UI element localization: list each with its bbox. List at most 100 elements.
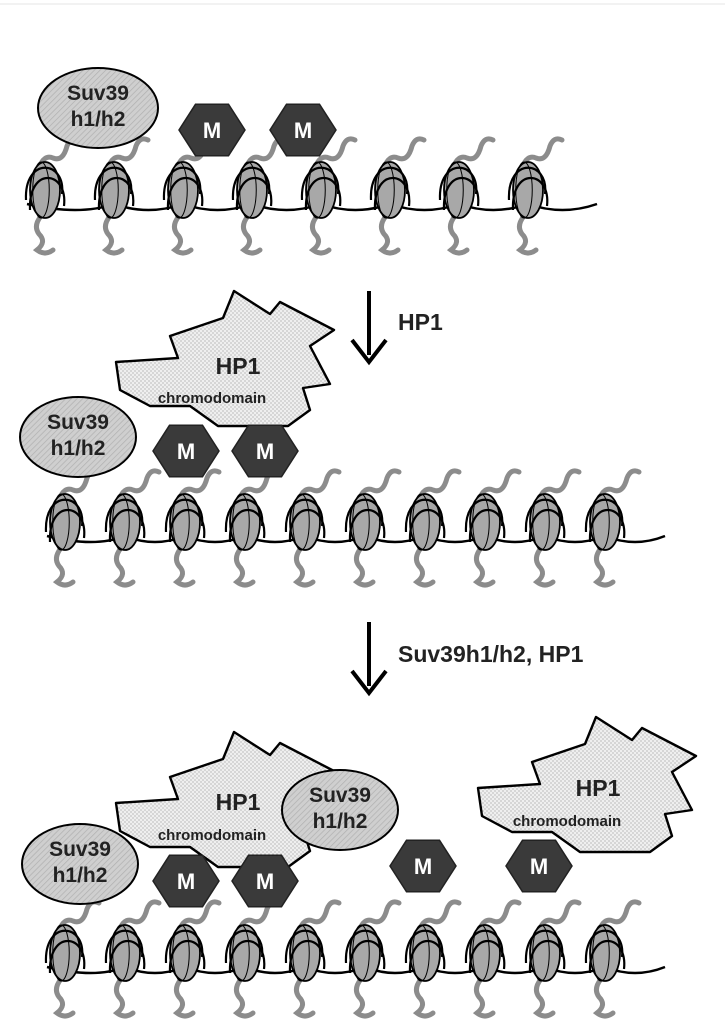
histone-tail	[112, 545, 136, 588]
nucleosome	[44, 493, 86, 551]
panel-1: Suv39 h1/h2 M M	[24, 67, 598, 256]
hp1-label: HP1	[216, 353, 261, 379]
histone-tail	[412, 545, 436, 588]
histone-tail	[519, 136, 565, 171]
histone-tail	[176, 468, 222, 503]
histone-tail	[536, 899, 582, 934]
methyl-mark: M	[505, 839, 573, 893]
histone-tail	[52, 976, 76, 1019]
histone-tail	[101, 213, 125, 256]
histone-tail	[416, 468, 462, 503]
histone-tail	[116, 899, 162, 934]
methyl-label: M	[256, 439, 274, 464]
methyl-label: M	[530, 854, 548, 879]
histone-tail	[352, 976, 376, 1019]
chromatin-fiber-1	[24, 136, 598, 256]
nucleosome	[104, 493, 146, 551]
chromodomain-label: chromodomain	[513, 813, 621, 830]
methyl-label: M	[256, 869, 274, 894]
histone-tail	[292, 545, 316, 588]
methyl-mark: M	[152, 424, 220, 478]
histone-tail	[476, 899, 522, 934]
histone-tail	[116, 468, 162, 503]
panel-3: HP1 chromodomain Suv39 h1/h2 Suv39 h1/h2…	[21, 715, 698, 1019]
histone-tail	[239, 213, 263, 256]
methyl-mark: M	[178, 103, 246, 157]
suv39-enzyme-2: Suv39 h1/h2	[19, 396, 137, 478]
nucleosome	[231, 161, 273, 219]
chromatin-fiber-3	[44, 899, 666, 1019]
nucleosome	[104, 924, 146, 982]
histone-tail	[170, 213, 194, 256]
enzyme-label-line1: Suv39	[47, 411, 109, 434]
methyl-mark: M	[389, 839, 457, 893]
histone-tail	[296, 899, 342, 934]
histone-tail	[472, 976, 496, 1019]
nucleosome	[24, 161, 66, 219]
enzyme-label-line2: h1/h2	[313, 810, 368, 833]
nucleosome	[524, 493, 566, 551]
histone-tail	[377, 213, 401, 256]
histone-tail	[596, 899, 642, 934]
hp1-protein-3: HP1 chromodomain	[476, 715, 698, 854]
nucleosome	[344, 493, 386, 551]
nucleosome	[93, 161, 135, 219]
hp1-protein-1: HP1 chromodomain	[114, 289, 336, 428]
histone-tail	[356, 899, 402, 934]
chromodomain-label: chromodomain	[158, 390, 266, 407]
histone-tail	[296, 468, 342, 503]
hp1-protein-2: HP1 chromodomain	[114, 730, 336, 869]
enzyme-label-line2: h1/h2	[71, 108, 126, 131]
nucleosome	[464, 924, 506, 982]
nucleosome	[438, 161, 480, 219]
panel-2: HP1 chromodomain Suv39 h1/h2 M M	[19, 289, 666, 588]
histone-tail	[176, 899, 222, 934]
histone-tail	[356, 468, 402, 503]
nucleosome	[404, 493, 446, 551]
histone-tail	[450, 136, 496, 171]
hp1-label: HP1	[576, 775, 621, 801]
methyl-label: M	[203, 118, 221, 143]
histone-tail	[32, 213, 56, 256]
nucleosome	[284, 493, 326, 551]
nucleosome	[300, 161, 342, 219]
histone-tail	[596, 468, 642, 503]
nucleosome	[507, 161, 549, 219]
histone-tail	[232, 976, 256, 1019]
histone-tail	[292, 976, 316, 1019]
histone-tail	[532, 545, 556, 588]
nucleosome	[224, 924, 266, 982]
enzyme-label-line1: Suv39	[67, 82, 129, 105]
methyl-label: M	[177, 869, 195, 894]
nucleosome	[464, 493, 506, 551]
histone-tail	[352, 545, 376, 588]
histone-tail	[592, 976, 616, 1019]
histone-tail	[446, 213, 470, 256]
histone-tail	[381, 136, 427, 171]
methyl-label: M	[177, 439, 195, 464]
histone-tail	[476, 468, 522, 503]
methyl-mark: M	[152, 854, 220, 908]
nucleosome	[369, 161, 411, 219]
suv39-enzyme-1: Suv39 h1/h2	[37, 67, 159, 149]
histone-tail	[592, 545, 616, 588]
nucleosome	[284, 924, 326, 982]
histone-tail	[172, 976, 196, 1019]
histone-tail	[308, 213, 332, 256]
suv39-enzyme-4: Suv39 h1/h2	[21, 823, 139, 905]
histone-tail	[515, 213, 539, 256]
chromodomain-label: chromodomain	[158, 827, 266, 844]
nucleosome	[162, 161, 204, 219]
histone-tail	[416, 899, 462, 934]
histone-tail	[472, 545, 496, 588]
methyl-mark: M	[231, 854, 299, 908]
chromatin-fiber-2	[44, 468, 666, 588]
enzyme-label-line1: Suv39	[49, 838, 111, 861]
step-1-label: HP1	[398, 309, 443, 335]
histone-tail	[536, 468, 582, 503]
enzyme-label-line2: h1/h2	[53, 864, 108, 887]
nucleosome	[164, 924, 206, 982]
histone-tail	[532, 976, 556, 1019]
methyl-label: M	[414, 854, 432, 879]
